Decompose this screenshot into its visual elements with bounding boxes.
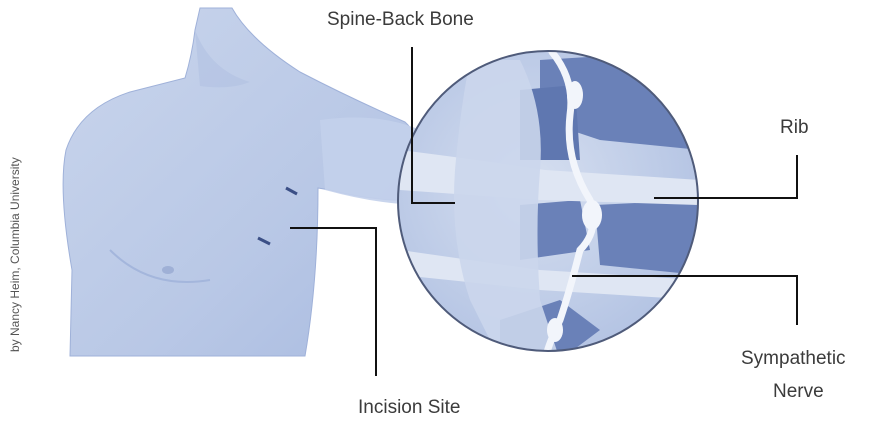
nerve-ganglion-2 bbox=[582, 200, 602, 230]
label-rib: Rib bbox=[780, 117, 809, 140]
label-spine-back-bone: Spine-Back Bone bbox=[327, 9, 474, 32]
image-credit: by Nancy Heim, Columbia University bbox=[8, 157, 22, 352]
label-incision-site: Incision Site bbox=[358, 397, 460, 420]
label-nerve: Nerve bbox=[773, 381, 824, 404]
nipple bbox=[162, 266, 174, 274]
nerve-ganglion-3 bbox=[547, 318, 563, 342]
label-sympathetic: Sympathetic bbox=[741, 348, 846, 371]
nerve-ganglion-1 bbox=[567, 81, 583, 109]
